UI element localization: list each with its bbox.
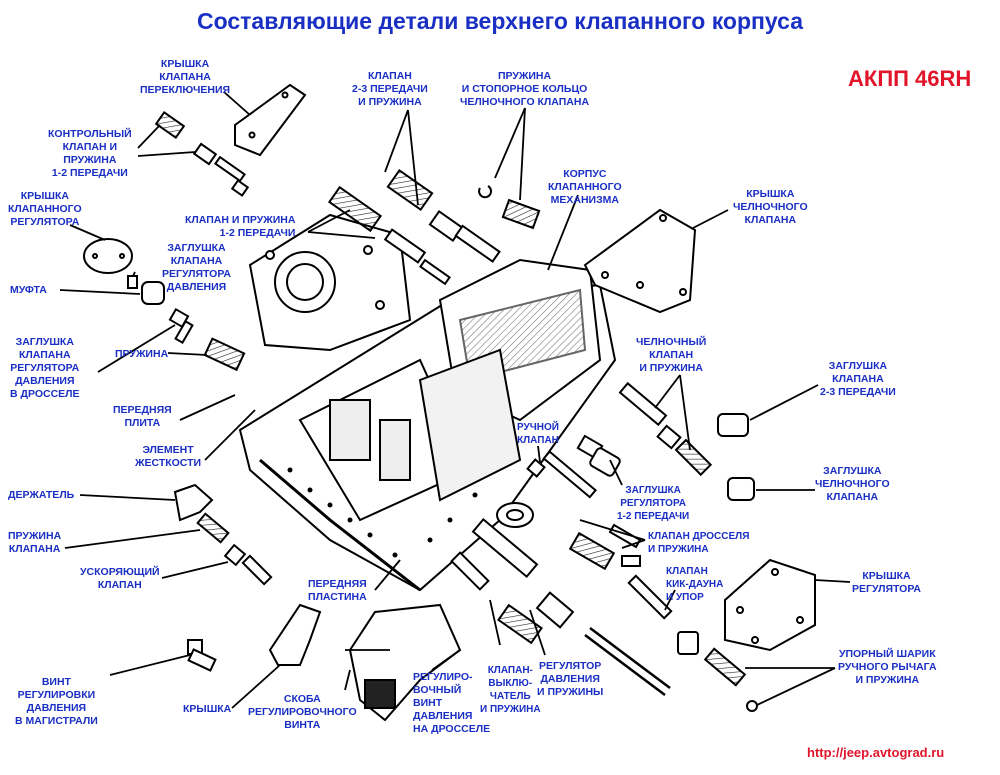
label-valve-2-3: КЛАПАН 2-3 ПЕРЕДАЧИ И ПРУЖИНА: [352, 70, 428, 108]
regulator-valve-cover-drawing: [83, 238, 133, 274]
spring-drawing: [203, 337, 246, 372]
label-spring: ПРУЖИНА: [115, 348, 169, 360]
pressure-regulator-plug-drawing: [127, 275, 165, 305]
plug-2-3-drawing: [717, 413, 749, 437]
label-adjust-screw-bracket: СКОБА РЕГУЛИРОВОЧНОГО ВИНТА: [248, 693, 357, 731]
label-front-plate: ПЕРЕДНЯЯ ПЛИТА: [113, 404, 172, 429]
label-regulator-plug-1-2: ЗАГЛУШКА РЕГУЛЯТОРА 1-2 ПЕРЕДАЧИ: [617, 485, 690, 522]
label-regulator-cover: КРЫШКА РЕГУЛЯТОРА: [852, 570, 921, 595]
page-title: Составляющие детали верхнего клапанного …: [197, 8, 803, 34]
throttle-regulator-plug-drawing: [168, 307, 194, 345]
label-control-valve-1-2: КОНТРОЛЬНЫЙ КЛАПАН И ПРУЖИНА 1-2 ПЕРЕДАЧ…: [48, 128, 132, 179]
throttle-valve-spring-drawing: [568, 523, 642, 571]
label-regulator-valve-cover: КРЫШКА КЛАПАННОГО РЕГУЛЯТОРА: [8, 190, 82, 228]
label-valve-spring-1-2: КЛАПАН И ПРУЖИНА 1-2 ПЕРЕДАЧИ: [185, 214, 296, 239]
kickdown-valve-drawing: [627, 574, 699, 655]
label-pressure-regulator-spring: РЕГУЛЯТОР ДАВЛЕНИЯ И ПРУЖИНЫ: [537, 660, 604, 698]
retainer-drawing: [173, 483, 214, 522]
label-shuttle-plug: ЗАГЛУШКА ЧЕЛНОЧНОГО КЛАПАНА: [815, 465, 890, 503]
label-shift-valve-cover: КРЫШКА КЛАПАНА ПЕРЕКЛЮЧЕНИЯ: [140, 58, 231, 96]
label-shuttle-spring-ring: ПРУЖИНА И СТОПОРНОЕ КОЛЬЦО ЧЕЛНОЧНОГО КЛ…: [460, 70, 590, 108]
regulator-plug-1-2-drawing: [576, 434, 621, 477]
control-valve-1-2-drawing: [154, 110, 250, 197]
model-label: АКПП 46RH: [848, 66, 972, 91]
label-plug-2-3: ЗАГЛУШКА КЛАПАНА 2-3 ПЕРЕДАЧИ: [820, 360, 896, 398]
label-retainer: ДЕРЖАТЕЛЬ: [8, 489, 75, 501]
valve-2-3-drawing: [386, 168, 501, 263]
line-pressure-screw-drawing: [187, 639, 217, 672]
label-line-pressure-screw: ВИНТ РЕГУЛИРОВКИ ДАВЛЕНИЯ В МАГИСТРАЛИ: [15, 676, 98, 727]
label-throttle-valve-spring: КЛАПАН ДРОССЕЛЯ И ПРУЖИНА: [648, 531, 750, 555]
shift-valve-cover-drawing: [234, 83, 307, 157]
front-plate-drawing: [248, 213, 412, 352]
label-valve-body: КОРПУС КЛАПАННОГО МЕХАНИЗМА: [548, 168, 622, 206]
label-cover: КРЫШКА: [183, 703, 232, 715]
label-valve-spring: ПРУЖИНА КЛАПАНА: [8, 530, 62, 555]
accelerating-valve-drawing: [223, 543, 273, 586]
shuttle-spring-ring-drawing: [478, 185, 541, 230]
label-sleeve: МУФТА: [10, 284, 47, 296]
check-ball-drawing: [703, 647, 758, 712]
label-check-ball: УПОРНЫЙ ШАРИК РУЧНОГО РЫЧАГА И ПРУЖИНА: [838, 648, 937, 686]
source-url[interactable]: http://jeep.avtograd.ru: [807, 745, 945, 760]
pressure-regulator-spring-drawing: [471, 517, 671, 696]
switch-valve-drawing: [450, 551, 543, 645]
label-throttle-regulator-plug: ЗАГЛУШКА КЛАПАНА РЕГУЛЯТОРА ДАВЛЕНИЯ В Д…: [10, 336, 80, 400]
label-accelerating-valve: УСКОРЯЮЩИЙ КЛАПАН: [80, 566, 160, 591]
leader-lines: [59, 91, 851, 709]
label-shuttle-valve-spring: ЧЕЛНОЧНЫЙ КЛАПАН И ПРУЖИНА: [636, 336, 707, 374]
label-shuttle-valve-cover: КРЫШКА ЧЕЛНОЧНОГО КЛАПАНА: [733, 188, 808, 226]
label-throttle-adjust-screw: РЕГУЛИРО- ВОЧНЫЙ ВИНТ ДАВЛЕНИЯ НА ДРОССЕ…: [413, 671, 491, 735]
label-kickdown-valve: КЛАПАН КИК-ДАУНА И УПОР: [666, 566, 724, 603]
regulator-cover-drawing: [724, 558, 816, 652]
label-pressure-regulator-plug: ЗАГЛУШКА КЛАПАНА РЕГУЛЯТОРА ДАВЛЕНИЯ: [162, 242, 231, 293]
label-stiffener: ЭЛЕМЕНТ ЖЕСТКОСТИ: [135, 444, 202, 469]
manual-valve-drawing: [526, 450, 597, 499]
valve-spring-drawing: [196, 512, 230, 544]
shuttle-plug-drawing: [727, 477, 755, 501]
cover-drawing: [268, 603, 322, 666]
valve-body-housing-drawing: [238, 258, 617, 592]
shuttle-valve-cover-drawing: [583, 208, 697, 314]
shuttle-valve-spring-drawing: [618, 381, 713, 477]
label-manual-valve: РУЧНОЙ КЛАПАН: [517, 422, 559, 446]
valve-spring-1-2-drawing: [327, 185, 451, 286]
label-switch-valve: КЛАПАН- ВЫКЛЮ- ЧАТЕЛЬ И ПРУЖИНА: [480, 665, 541, 715]
label-front-plate-2: ПЕРЕДНЯЯ ПЛАСТИНА: [308, 578, 367, 603]
